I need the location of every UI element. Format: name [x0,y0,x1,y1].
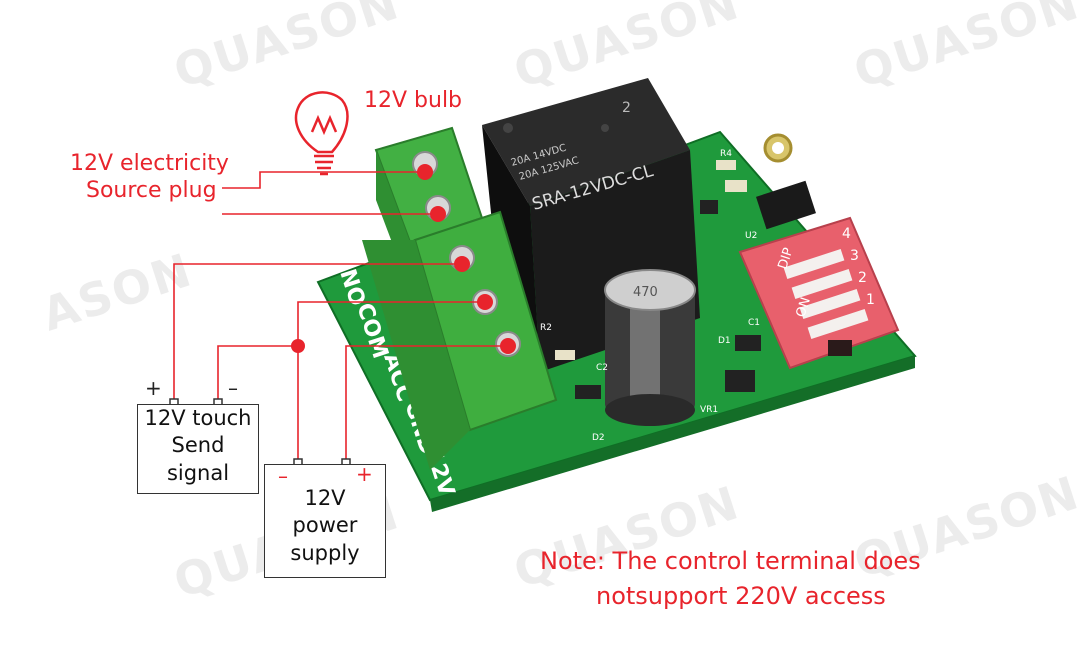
note-line2: notsupport 220V access [596,582,886,610]
component-label-u2: U2 [745,231,757,241]
touch-signal-line3: signal [166,460,230,485]
power-supply-line2: power [292,513,358,538]
touch-plus-sign: + [145,376,162,400]
dip-on-label: ON [794,296,814,320]
wires [173,171,508,460]
bulb-label: 12V bulb [364,88,463,113]
component-label-c1: C1 [748,318,760,328]
note-line1: Note: The control terminal does [540,547,921,575]
component-label-d1: D1 [718,336,731,346]
dip-number-4: 4 [842,226,851,242]
component-label-r2: R2 [540,323,552,333]
relay-mark: 2 [622,100,631,116]
component-label-vr1: VR1 [700,405,718,415]
component-label-d2: D2 [592,433,605,443]
smd-components: R4 R3 U2 R2 C1 C2 D2 VR1 D1 [540,149,816,443]
power-plus-sign: + [356,462,373,486]
power-supply-line3: supply [290,540,360,565]
dip-number-2: 2 [858,270,867,286]
source-plug-label-line1: 12V electricity [70,151,229,176]
touch-signal-line2: Send [171,433,225,458]
component-label-c2: C2 [596,363,608,373]
touch-signal-box: 12V touch Send signal [137,404,259,494]
dip-number-3: 3 [850,248,859,264]
dip-label: DIP [776,246,797,271]
connection-dots [291,164,516,354]
dip-switch: DIP ON 1 2 3 4 [738,216,900,370]
source-plug-label-line2: Source plug [86,178,217,203]
component-label-r3: R3 [768,173,780,183]
dip-number-1: 1 [866,292,875,308]
capacitor: 470 [604,269,696,426]
touch-minus-sign: – [228,376,238,400]
power-supply-line1: 12V [304,486,346,510]
power-supply-box: 12V power supply [264,464,386,578]
component-label-r4: R4 [720,149,732,159]
power-minus-sign: – [278,464,288,488]
capacitor-value: 470 [633,285,658,300]
light-bulb-icon [294,91,349,176]
terminal-block-bottom [362,210,558,470]
touch-signal-line1: 12V touch [144,406,252,430]
